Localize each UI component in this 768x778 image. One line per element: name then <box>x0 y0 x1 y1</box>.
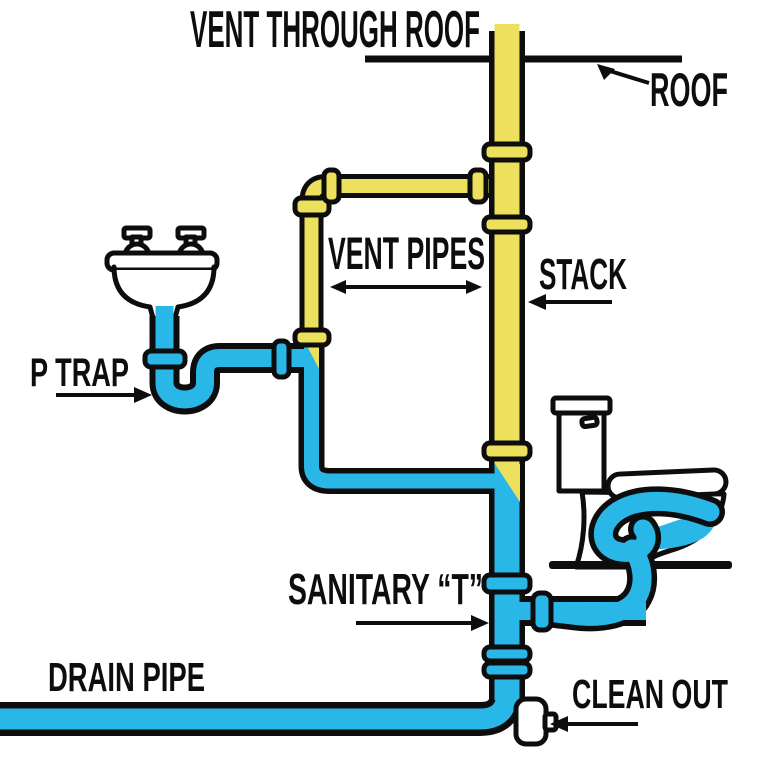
pipe-couplings <box>142 141 554 680</box>
coupling <box>321 167 342 205</box>
coupling <box>292 195 332 218</box>
label-roof: ROOF <box>650 63 728 116</box>
clean-out-fitting <box>513 696 559 747</box>
label-drain-pipe: DRAIN PIPE <box>48 654 205 700</box>
sink-basin <box>114 270 212 318</box>
coupling <box>481 644 533 664</box>
coupling <box>467 167 489 205</box>
label-vent-through-roof: VENT THROUGH ROOF <box>190 1 480 59</box>
coupling <box>481 141 533 163</box>
coupling <box>481 440 533 462</box>
callout-arrows <box>56 64 650 732</box>
coupling <box>481 660 533 680</box>
sink-branch-fill <box>304 340 509 489</box>
coupling <box>271 338 292 380</box>
stack-junction-transition <box>495 464 520 502</box>
coupling <box>530 590 554 633</box>
sink-rim <box>104 250 220 273</box>
labels: VENT THROUGH ROOF ROOF VENT PIPES STACK … <box>30 1 728 717</box>
p-trap-fill <box>155 306 316 409</box>
arrow-clean-out <box>550 716 638 732</box>
clean-out-cap <box>513 696 549 747</box>
label-p-trap: P TRAP <box>30 351 129 395</box>
toilet-flush-handle <box>579 414 600 430</box>
arrow-p-trap <box>56 387 152 403</box>
coupling <box>481 214 533 235</box>
arrow-sanitary-t <box>356 615 489 631</box>
arrow-stack <box>528 294 612 310</box>
label-sanitary-t: SANITARY “T” <box>288 565 483 614</box>
toilet-tank-lid <box>550 395 613 416</box>
label-clean-out: CLEAN OUT <box>572 671 728 717</box>
coupling <box>142 348 188 370</box>
arrow-roof <box>597 64 650 85</box>
coupling <box>481 572 533 595</box>
coupling <box>292 327 332 348</box>
arrow-vent-pipes <box>330 280 482 294</box>
sink-branch-outline <box>298 342 509 494</box>
drain-pipe-fill <box>0 670 518 730</box>
label-vent-pipes: VENT PIPES <box>328 228 485 279</box>
label-stack: STACK <box>539 250 627 299</box>
sink <box>104 225 220 321</box>
clean-out-plug <box>542 711 559 733</box>
